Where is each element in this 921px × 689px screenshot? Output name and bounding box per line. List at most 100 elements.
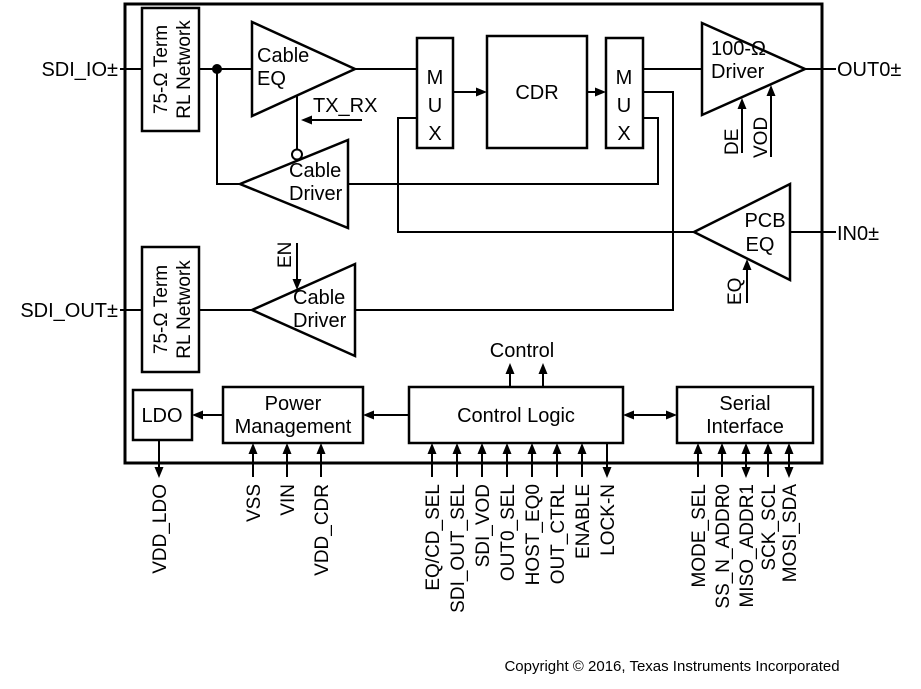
control-arrows: [201, 94, 772, 416]
chip-boundary: [123, 2, 824, 465]
arrow-up-miso-addr1: [741, 443, 751, 454]
arrow-down-mosi-sda: [784, 467, 794, 478]
arrow-up-enable: [577, 443, 587, 454]
wire-mux2-to-cable-driver-bottom: [355, 91, 674, 311]
junction-dot: [212, 64, 222, 74]
arrow-right-cdr-mux2: [595, 87, 606, 97]
arrow-up-mosi-sda: [784, 443, 794, 454]
pin-label-sck-scl: SCK_SCL: [759, 484, 780, 571]
arrow-up-vin: [282, 443, 292, 454]
arrow-left-cl-si: [623, 410, 634, 420]
pin-label-ss-n-addr0: SS_N_ADDR0: [713, 484, 734, 609]
vod-label: VOD: [751, 117, 772, 158]
arrow-up-de: [737, 98, 747, 109]
eq-label: EQ: [725, 278, 746, 305]
inverter-bubble: [291, 148, 303, 161]
control-logic-label: Control Logic: [457, 405, 575, 427]
arrow-up-mode-sel: [693, 443, 703, 454]
mux1-letter-u: U: [428, 95, 442, 117]
arrow-up-host-eq0: [527, 443, 537, 454]
port-label-sdi-out: SDI_OUT±: [20, 300, 118, 322]
pin-label-enable: ENABLE: [573, 484, 594, 559]
block-mux2: M U X: [604, 36, 645, 150]
signal-wires: [120, 64, 836, 311]
block-term-network-bottom: 75-Ω Term RL Network: [140, 245, 201, 374]
arrowheads: [154, 85, 794, 478]
wire-pcb-eq-to-mux1: [397, 117, 694, 233]
arrow-up-sdi-out-sel: [452, 443, 462, 454]
pin-label-mode-sel: MODE_SEL: [689, 484, 710, 587]
mux1-letter-m: M: [427, 67, 444, 89]
block-cable-driver-bottom: Cable Driver: [248, 262, 357, 358]
pin-labels: VDD_LDO VSS VIN VDD_CDR EQ/CD_SEL SDI_OU…: [150, 484, 801, 613]
arrow-up-vdd-cdr: [316, 443, 326, 454]
port-label-out0: OUT0±: [837, 59, 901, 81]
pin-label-vdd-cdr: VDD_CDR: [312, 484, 333, 576]
pcb-eq-label-line2: EQ: [746, 234, 775, 256]
block-pcb-eq: PCB EQ: [691, 181, 792, 283]
arrow-up-vod: [766, 85, 776, 96]
block-ldo: LDO: [131, 388, 194, 442]
wire-mux2-to-cable-driver-top: [348, 117, 659, 185]
port-label-sdi-io: SDI_IO±: [41, 59, 118, 81]
mux1-letter-x: X: [428, 123, 441, 145]
pin-label-miso-addr1: MISO_ADDR1: [737, 484, 758, 608]
arrow-left-pm-ldo: [192, 410, 203, 420]
block-mux1: M U X: [415, 36, 455, 150]
block-cdr: CDR: [485, 34, 589, 150]
arrow-left-txrx: [301, 115, 312, 125]
arrow-right-mux1-cdr: [476, 87, 487, 97]
cable-driver-top-label-line1: Cable: [289, 160, 341, 182]
arrow-up-control1: [505, 363, 515, 374]
ldo-label: LDO: [141, 405, 182, 427]
block-100ohm-driver: 100-Ω Driver: [700, 21, 809, 117]
pin-label-vin: VIN: [278, 484, 299, 516]
pin-label-host-eq0: HOST_EQ0: [523, 484, 544, 585]
cable-driver-bottom-label-line2: Driver: [293, 310, 347, 332]
arrow-up-sdi-vod: [477, 443, 487, 454]
arrow-down-miso-addr1: [741, 467, 751, 478]
mux2-letter-x: X: [617, 123, 630, 145]
arrow-up-eq: [742, 259, 752, 270]
arrow-up-out-ctrl: [552, 443, 562, 454]
driver100-label-line1: 100-Ω: [711, 38, 766, 60]
cable-driver-bottom-label-line1: Cable: [293, 287, 345, 309]
control-label: Control: [490, 340, 554, 362]
cable-driver-top-label-line2: Driver: [289, 183, 343, 205]
block-power-management: Power Management: [221, 385, 365, 445]
pin-label-sdi-vod: SDI_VOD: [473, 484, 494, 567]
block-control-logic: Control Logic: [407, 385, 625, 445]
wire-loopback-to-cable-driver-top: [216, 69, 240, 185]
mux2-letter-m: M: [616, 67, 633, 89]
mux2-letter-u: U: [617, 95, 631, 117]
serial-interface-label-line1: Serial: [719, 393, 770, 415]
arrow-up-eq-cd-sel: [427, 443, 437, 454]
pin-label-vss: VSS: [244, 484, 265, 522]
de-label: DE: [722, 129, 743, 155]
pin-label-eq-cd-sel: EQ/CD_SEL: [423, 484, 444, 591]
txrx-label: TX_RX: [313, 95, 377, 117]
port-labels: SDI_IO± SDI_OUT± OUT0± IN0±: [20, 59, 901, 322]
pin-label-out0-sel: OUT0_SEL: [498, 484, 519, 581]
en-label: EN: [275, 242, 296, 268]
arrow-up-control2: [538, 363, 548, 374]
cable-eq-label-line2: EQ: [257, 68, 286, 90]
driver100-label-line2: Driver: [711, 61, 765, 83]
block-serial-interface: Serial Interface: [675, 385, 815, 445]
arrow-up-ss-n-addr0: [717, 443, 727, 454]
arrow-up-out0-sel: [502, 443, 512, 454]
arrow-left-cl-pm: [363, 410, 374, 420]
pcb-eq-label-line1: PCB: [744, 210, 785, 232]
term-bottom-label-line1: 75-Ω Term: [151, 265, 172, 354]
cdr-label: CDR: [515, 82, 558, 104]
pin-label-mosi-sda: MOSI_SDA: [780, 484, 801, 583]
serial-interface-label-line2: Interface: [706, 416, 784, 438]
arrow-down-vdd-ldo: [154, 467, 164, 478]
arrow-right-cl-si: [666, 410, 677, 420]
term-top-label-line1: 75-Ω Term: [151, 25, 172, 114]
copyright-notice: Copyright © 2016, Texas Instruments Inco…: [504, 658, 839, 675]
cable-eq-label-line1: Cable: [257, 45, 309, 67]
pin-label-out-ctrl: OUT_CTRL: [548, 484, 569, 584]
